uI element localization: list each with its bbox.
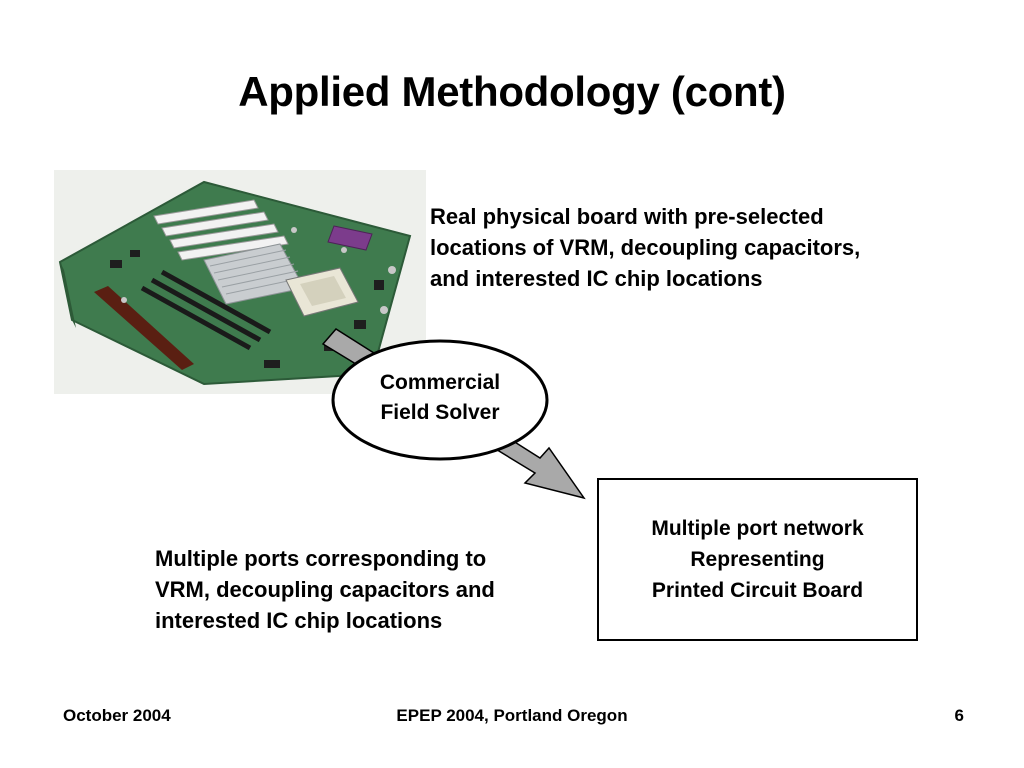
ports-description: Multiple ports corresponding to VRM, dec…: [155, 543, 575, 636]
slide-title: Applied Methodology (cont): [238, 68, 786, 115]
port-network-box: [597, 478, 918, 641]
port-network-line: Representing: [690, 548, 825, 571]
port-network-label: Multiple port network Representing Print…: [597, 513, 918, 606]
port-network-line: Multiple port network: [651, 517, 864, 540]
field-solver-line: Field Solver: [380, 401, 500, 424]
board-description-line: locations of VRM, decoupling capacitors,: [430, 235, 861, 260]
board-description-line: Real physical board with pre-selected: [430, 204, 824, 229]
field-solver-ellipse: [331, 339, 549, 461]
board-description: Real physical board with pre-selected lo…: [430, 201, 950, 294]
board-description-line: and interested IC chip locations: [430, 266, 763, 291]
field-solver-label: Commercial Field Solver: [332, 368, 548, 428]
ports-description-line: Multiple ports corresponding to: [155, 546, 487, 571]
field-solver-line: Commercial: [379, 371, 501, 394]
motherboard-photo: [54, 170, 426, 394]
footer-page-number: 6: [954, 706, 964, 725]
ports-description-line: VRM, decoupling capacitors and: [155, 577, 495, 602]
footer-date: October 2004: [63, 706, 171, 725]
ports-description-line: interested IC chip locations: [155, 608, 443, 633]
footer-conference: EPEP 2004, Portland Oregon: [396, 706, 628, 725]
port-network-line: Printed Circuit Board: [651, 579, 864, 602]
